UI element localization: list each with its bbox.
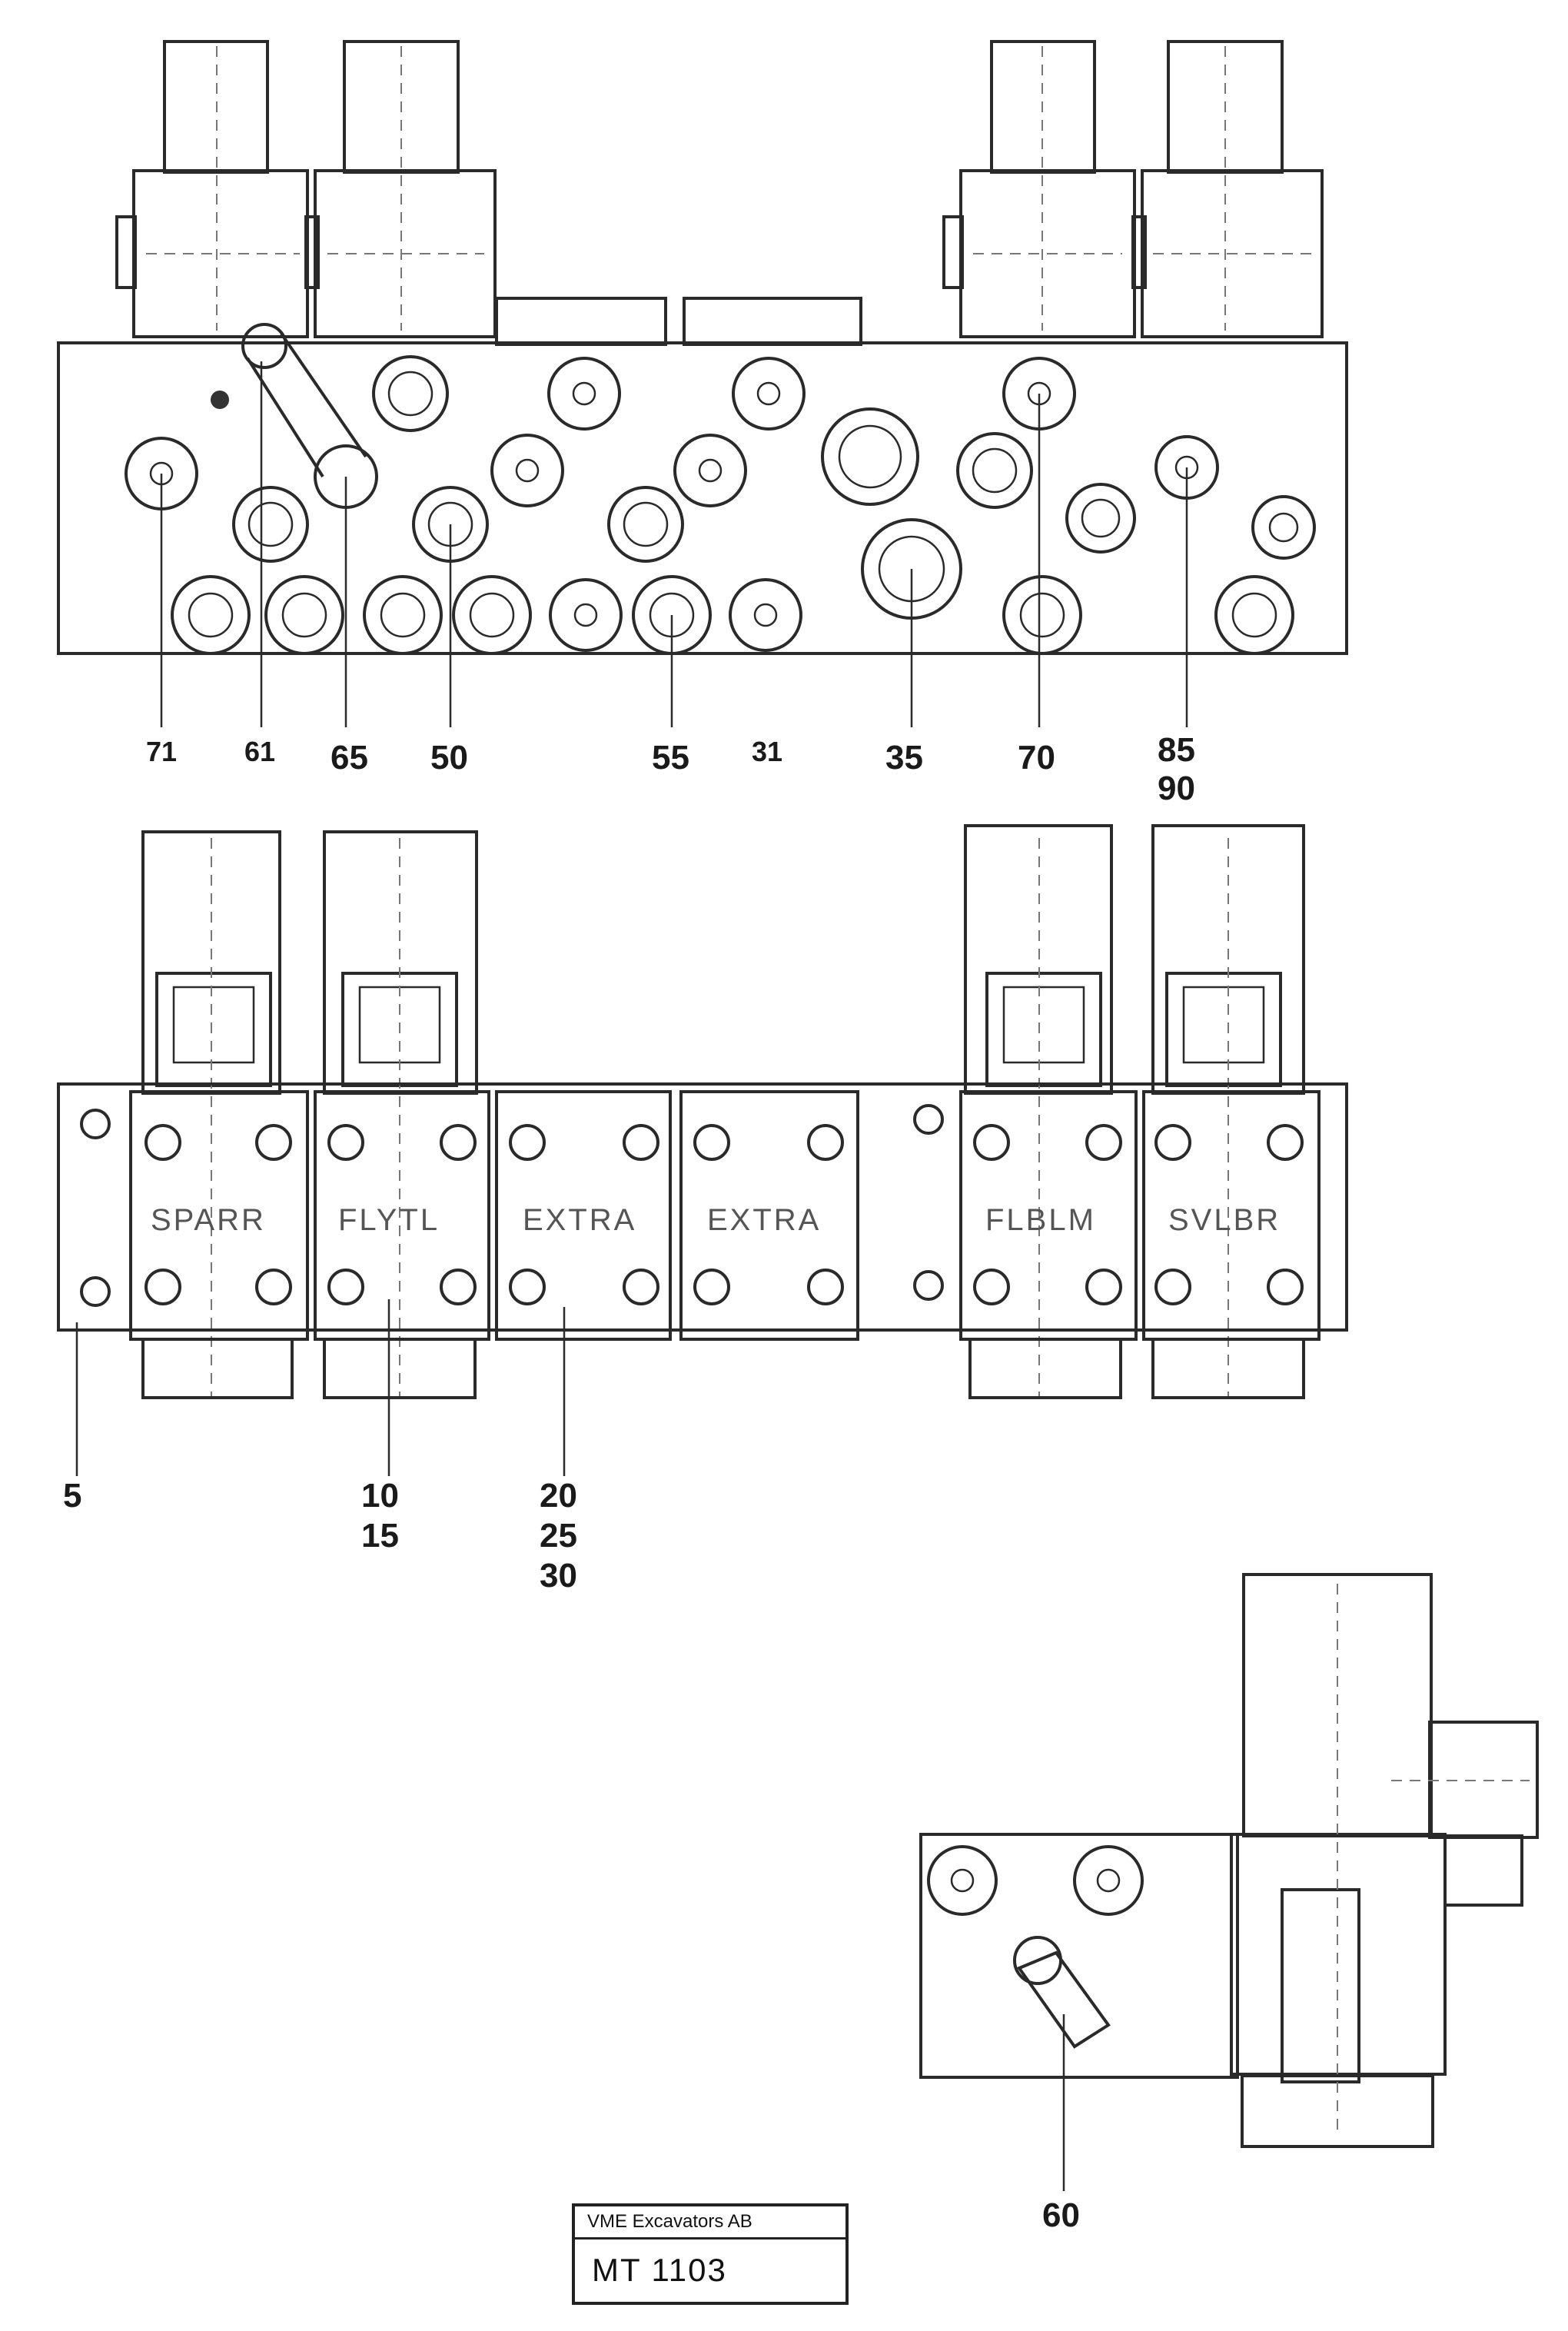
callout-61: 61 [244, 736, 275, 767]
callout-70: 70 [1018, 739, 1055, 776]
valve-label-4: EXTRA [707, 1203, 821, 1237]
valve-sections [80, 1090, 1321, 1399]
callout-31: 31 [752, 736, 782, 767]
callout-65: 65 [331, 739, 368, 776]
front-leaders [75, 1299, 566, 1476]
top-view: 71 61 65 50 55 31 35 70 85 90 [57, 40, 1348, 807]
callout-50: 50 [430, 739, 468, 776]
callout-90: 90 [1158, 770, 1195, 807]
top-callouts: 71 61 65 50 55 31 35 70 85 90 [146, 731, 1195, 807]
callout-25: 25 [540, 1517, 577, 1555]
detail-view: 60 [919, 1573, 1539, 2234]
company-name: VME Excavators AB [575, 2206, 845, 2240]
front-view: SPARR FLYTL EXTRA EXTRA FLBLM SVLBR 5 10… [57, 824, 1348, 1594]
top-leaders [160, 361, 1188, 727]
front-callouts: 5 10 15 20 25 30 [63, 1477, 577, 1594]
callout-60: 60 [1042, 2196, 1080, 2234]
valve-label-1: SPARR [151, 1203, 266, 1237]
callout-85: 85 [1158, 731, 1195, 769]
valve-label-5: FLBLM [985, 1203, 1096, 1237]
callout-35: 35 [885, 739, 923, 776]
top-solenoids [115, 40, 1324, 346]
title-block: VME Excavators AB MT 1103 [572, 2203, 849, 2305]
valve-labels: SPARR FLYTL EXTRA EXTRA FLBLM SVLBR [151, 1203, 1281, 1237]
top-manifold-body [57, 341, 1348, 655]
front-solenoids [141, 824, 1305, 1399]
callout-5: 5 [63, 1477, 81, 1515]
callout-10: 10 [361, 1477, 399, 1515]
valve-label-2: FLYTL [338, 1203, 440, 1237]
callout-15: 15 [361, 1517, 399, 1555]
top-ports [125, 323, 1316, 655]
callout-20: 20 [540, 1477, 577, 1515]
callout-71: 71 [146, 736, 177, 767]
callout-30: 30 [540, 1557, 577, 1594]
callout-55: 55 [652, 739, 689, 776]
drawing-code: MT 1103 [592, 2252, 727, 2288]
front-manifold-body [57, 1082, 1348, 1332]
valve-label-3: EXTRA [523, 1203, 636, 1237]
valve-label-6: SVLBR [1168, 1203, 1281, 1237]
